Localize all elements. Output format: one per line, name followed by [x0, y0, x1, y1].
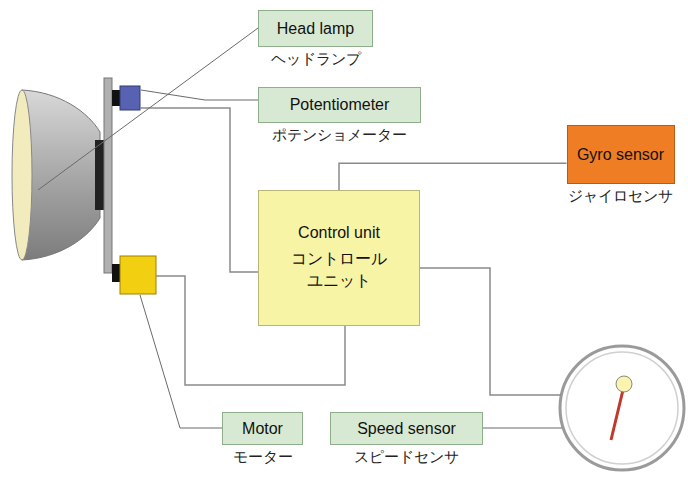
- japanese-caption: ジャイロセンサ: [568, 187, 673, 206]
- box-title: Speed sensor: [357, 420, 456, 438]
- part-label-box: Speed sensorスピードセンサ: [330, 412, 483, 445]
- lamp-lens: [12, 90, 32, 260]
- gauge-rim: [566, 352, 678, 464]
- lamp-body: [22, 90, 100, 260]
- signal-wire: [339, 163, 567, 190]
- part-label-box: Head lampヘッドランプ: [258, 10, 373, 47]
- pot-shaft: [112, 90, 120, 106]
- box-title: Head lamp: [277, 20, 354, 38]
- control-box: Control unit コントロール ユニット: [258, 190, 420, 326]
- part-label-box: Potentiometerポテンショメーター: [258, 87, 421, 123]
- pot-body: [120, 86, 140, 110]
- japanese-caption: モーター: [233, 448, 293, 467]
- box-title: Potentiometer: [290, 96, 390, 114]
- part-label-box: Motorモーター: [222, 412, 303, 445]
- speed-gauge: [560, 346, 684, 470]
- motor-body: [120, 256, 156, 294]
- leader-line: [483, 428, 562, 429]
- japanese-caption: ポテンショメーター: [272, 126, 407, 145]
- gauge-needle: [611, 390, 623, 440]
- japanese-caption: ヘッドランプ: [271, 50, 361, 69]
- leader-line: [140, 295, 222, 428]
- japanese-caption: スピードセンサ: [354, 448, 459, 467]
- leader-line: [38, 28, 258, 190]
- box-title: Motor: [242, 420, 283, 438]
- sensor-box: Gyro sensorジャイロセンサ: [567, 125, 675, 184]
- japanese-caption: コントロール ユニット: [287, 248, 391, 291]
- lamp-plate: [104, 78, 112, 273]
- gauge-hub: [616, 376, 632, 392]
- box-title: Gyro sensor: [577, 146, 664, 164]
- box-title: Control unit: [298, 224, 380, 242]
- speed-wire: [420, 268, 561, 395]
- motor-shaft: [112, 264, 120, 282]
- leader-line: [141, 90, 258, 100]
- pot-wire: [140, 108, 258, 272]
